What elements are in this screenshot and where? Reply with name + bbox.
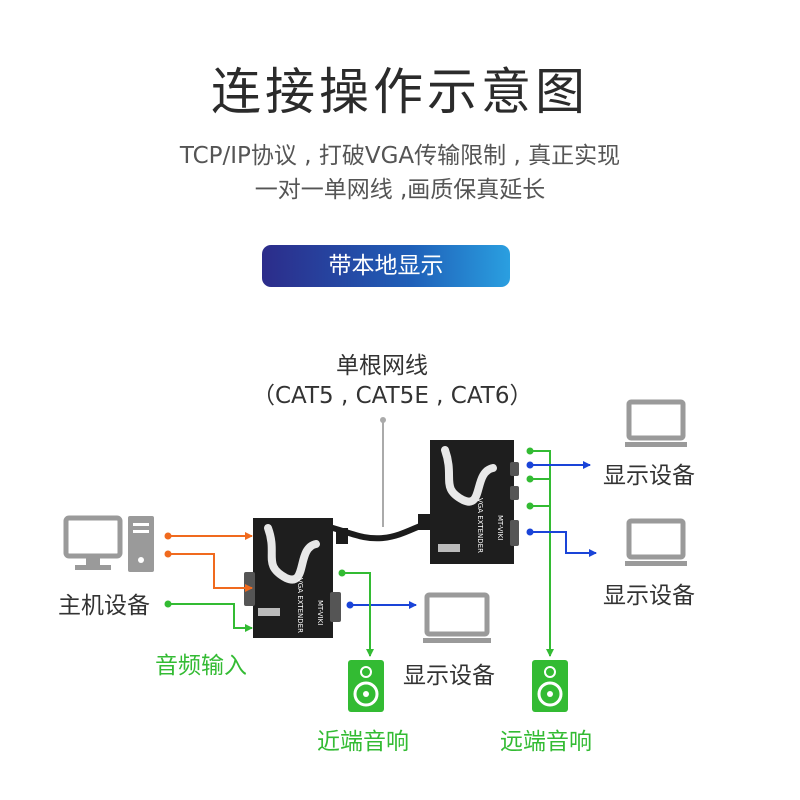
local-display-label: 显示设备 (403, 663, 495, 689)
local-video-arrow (346, 601, 417, 609)
remote-display-label-2: 显示设备 (603, 583, 695, 609)
near-audio-label: 近端音响 (317, 729, 409, 755)
host-label: 主机设备 (58, 593, 150, 619)
remote-extender-label: VGA EXTENDER (476, 498, 484, 553)
remote-extender-device (430, 440, 519, 564)
cable-connector-left (336, 528, 348, 544)
computer-icon (63, 515, 154, 572)
vga-input-arrows (164, 532, 253, 592)
remote-display-label-1: 显示设备 (603, 463, 695, 489)
remote-video-arrows (526, 461, 597, 557)
cable-label-line1: 单根网线 (336, 353, 428, 379)
local-monitor-icon (423, 592, 491, 643)
cable-connector-right (418, 514, 430, 530)
near-audio-arrow (338, 569, 374, 657)
audio-input-label: 音频输入 (155, 653, 247, 679)
cable-pointer-dot (380, 417, 386, 423)
far-audio-label: 远端音响 (500, 729, 592, 755)
near-speaker-icon (348, 660, 384, 712)
far-speaker-icon (532, 660, 568, 712)
local-extender-device (244, 518, 341, 638)
local-extender-brand: MT-VIKI (316, 600, 324, 625)
local-extender-label: VGA EXTENDER (296, 578, 304, 633)
local-display-badge: 带本地显示 (262, 245, 510, 287)
remote-monitor-icon-2 (625, 518, 687, 566)
cable-label-line2: （CAT5 , CAT5E , CAT6） (252, 383, 533, 409)
subtitle-line-2: 一对一单网线 ,画质保真延长 (254, 177, 546, 203)
page-title: 连接操作示意图 (211, 63, 589, 121)
remote-monitor-icon-1 (625, 399, 687, 447)
remote-extender-brand: MT-VIKI (496, 515, 504, 540)
subtitle-line-1: TCP/IP协议 , 打破VGA传输限制 , 真正实现 (179, 143, 621, 169)
far-audio-arrows (526, 447, 554, 657)
audio-input-arrow (164, 600, 253, 632)
